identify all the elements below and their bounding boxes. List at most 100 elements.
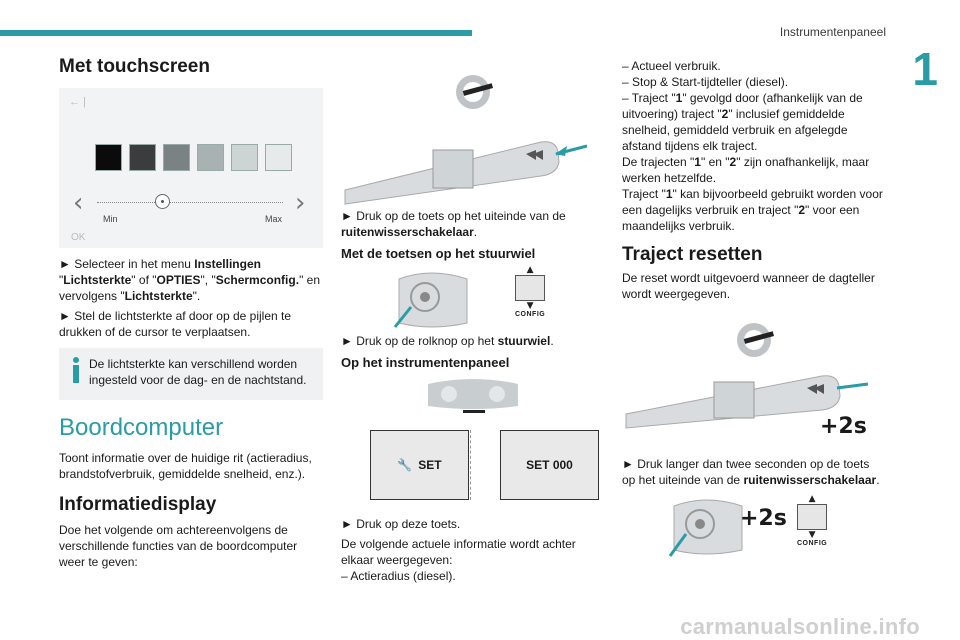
text-bold: ruitenwisserschakelaar — [341, 225, 474, 239]
text-bold: 2 — [729, 155, 737, 169]
instruction-press-wheel: ► Druk op de rolknop op het stuurwiel. — [341, 333, 603, 349]
set-label: SET 000 — [526, 458, 573, 472]
back-arrow-icon: ← | — [69, 96, 86, 108]
trips-note: De trajecten "1" en "2" zijn onafhankeli… — [622, 154, 884, 186]
text-bold: Lichtsterkte — [63, 273, 132, 287]
text-bold: Lichtsterkte — [124, 289, 193, 303]
text-bold: Instellingen — [194, 257, 261, 271]
text-bold: stuurwiel — [497, 334, 551, 348]
text-run: ► Druk op de toets op het uiteinde van d… — [341, 209, 566, 223]
informatiedisplay-description: Doe het volgende om achtereenvolgens de … — [59, 523, 298, 569]
text-bold: 1 — [694, 155, 701, 169]
text-bold: 1 — [675, 91, 683, 105]
set-label: SET — [418, 458, 442, 472]
up-triangle-icon: ▲ — [526, 265, 534, 275]
hold-two-seconds-badge: +2s — [820, 414, 867, 439]
text-run: ", " — [200, 273, 216, 287]
chevron-left-icon: ‹ — [73, 188, 84, 218]
steering-wheel-icon — [393, 272, 468, 328]
text-bold: 1 — [665, 187, 673, 201]
swatch — [129, 144, 156, 171]
wiper-stalk-illustration — [341, 72, 603, 208]
text-run: " kan bijvoorbeeld gebruikt worden voor … — [622, 187, 883, 217]
swatch — [231, 144, 258, 171]
heading-instrument-panel: Op het instrumentenpaneel — [341, 355, 510, 370]
boordcomputer-description: Toont informatie over de huidige rit (ac… — [59, 451, 312, 481]
text-run: . — [876, 473, 880, 487]
text-run: ► Druk op de rolknop op het — [341, 334, 498, 348]
text-run: ". — [192, 289, 201, 303]
heading-informatiedisplay: Informatiedisplay — [59, 494, 217, 515]
swatch — [197, 144, 224, 171]
up-triangle-icon: ▲ — [808, 494, 816, 504]
text-run: ► Selecteer in het menu — [59, 257, 195, 271]
text-run: " en vervolgens " — [59, 273, 321, 303]
brightness-slider-knob — [155, 194, 170, 209]
list-item: – Traject "1" gevolgd door (afhankelijk … — [622, 90, 884, 154]
swatch — [265, 144, 292, 171]
reset-wheel-illustration: +2s ▲ ▼ CONFIG — [622, 494, 884, 560]
steering-wheel-icon — [668, 499, 743, 557]
text-run: – Traject " — [622, 91, 676, 105]
watermark: carmanualsonline.info — [680, 614, 920, 639]
heading-touchscreen: Met touchscreen — [59, 56, 210, 77]
config-button-face — [515, 275, 545, 301]
text-bold: 2 — [721, 107, 729, 121]
config-button-face — [797, 504, 827, 530]
instruction-select-menu: ► Selecteer in het menu Instellingen"Lic… — [59, 256, 323, 304]
instrument-panel-illustration: 🔧 SET SET 000 — [341, 374, 603, 516]
text-run: ► Druk langer dan twee seconden op de to… — [622, 457, 870, 487]
brightness-slider-track — [97, 202, 283, 203]
column-middle: ► Druk op de toets op het uiteinde van d… — [341, 72, 603, 588]
wrench-icon: 🔧 — [397, 458, 413, 472]
text-run: " — [59, 273, 64, 287]
text-bold: OPTIES — [156, 273, 201, 287]
down-triangle-icon: ▼ — [808, 530, 816, 540]
dashboard-icon — [428, 379, 518, 413]
config-label: CONFIG — [515, 311, 546, 318]
slider-max-label: Max — [265, 214, 283, 224]
text-bold: ruitenwisserschakelaar — [743, 473, 877, 487]
page-header-title: Instrumentenpaneel — [779, 25, 886, 39]
wiper-stalk-icon — [625, 323, 869, 429]
trips-example: Traject "1" kan bijvoorbeeld gebruikt wo… — [622, 186, 884, 234]
instruction-press-stalk: ► Druk op de toets op het uiteinde van d… — [341, 208, 603, 240]
info-note-text: De lichtsterkte kan verschillend worden … — [89, 357, 307, 387]
list-item: – Actieradius (diesel). — [341, 569, 456, 583]
instruction-press-key: ► Druk op deze toets. — [341, 517, 461, 531]
sequence-intro: De volgende actuele informatie wordt ach… — [341, 537, 576, 567]
text-run: " zijn onafhankelijk, maar werken hetzel… — [622, 155, 870, 185]
info-note: De lichtsterkte kan verschillend worden … — [59, 348, 323, 400]
down-triangle-icon: ▼ — [526, 301, 534, 311]
reset-description: De reset wordt uitgevoerd wanneer de dag… — [622, 271, 875, 301]
header-accent-bar — [0, 30, 472, 36]
text-run: " gevolgd door (afhankelijk van de uitvo… — [622, 91, 863, 121]
config-label: CONFIG — [797, 540, 828, 547]
chapter-number: 1 — [912, 43, 938, 95]
brightness-screen-illustration: ← | ‹ › Min Max OK — [59, 88, 323, 248]
heading-steering-wheel: Met de toetsen op het stuurwiel — [341, 246, 536, 261]
text-run: " of " — [131, 273, 157, 287]
slider-min-label: Min — [103, 214, 118, 224]
text-run: . — [473, 225, 478, 239]
text-run: Traject " — [622, 187, 666, 201]
heading-boordcomputer: Boordcomputer — [59, 414, 224, 441]
text-run: " en " — [700, 155, 730, 169]
divider — [470, 430, 471, 500]
chevron-right-icon: › — [295, 188, 306, 218]
text-run: De trajecten " — [622, 155, 695, 169]
set-button-right: SET 000 — [500, 430, 599, 500]
text-bold: 2 — [798, 203, 806, 217]
config-button: ▲ ▼ CONFIG — [797, 494, 827, 547]
text-bold: Schermconfig. — [215, 273, 300, 287]
swatch — [95, 144, 122, 171]
swatch — [163, 144, 190, 171]
list-item: – Stop & Start-tijdteller (diesel). — [622, 75, 789, 89]
set-button-left: 🔧 SET — [370, 430, 469, 500]
ok-label: OK — [71, 232, 86, 243]
instruction-adjust-brightness: ► Stel de lichtsterkte af door op de pij… — [59, 309, 292, 339]
reset-stalk-illustration: +2s — [622, 306, 884, 456]
steering-wheel-illustration: ▲ ▼ CONFIG — [341, 265, 603, 328]
text-run: " inclusief gemiddelde snelheid, gemidde… — [622, 107, 848, 153]
column-left: Met touchscreen ← | ‹ › Min Max OK ► Sel… — [59, 56, 323, 574]
